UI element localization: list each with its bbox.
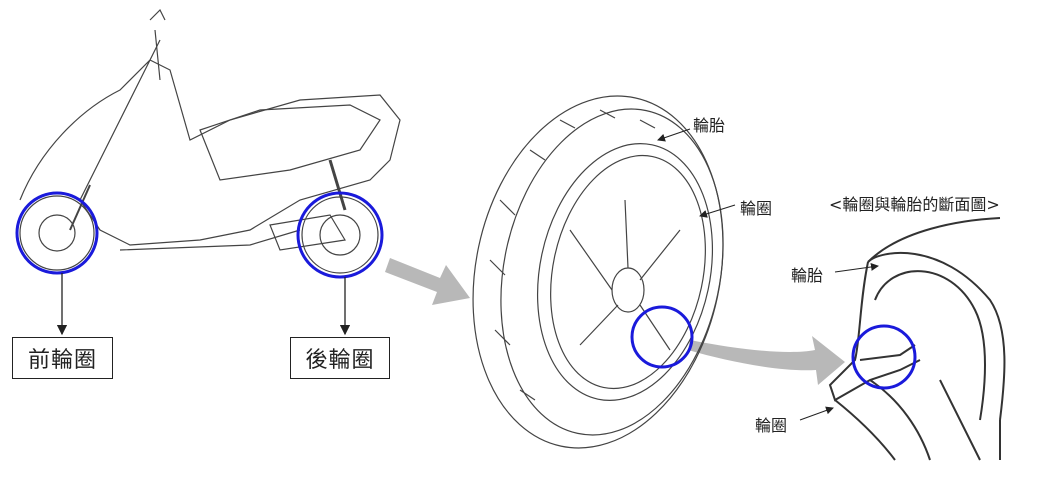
cross-section-drawing [828,217,1006,461]
rim-pointer [699,204,736,218]
front-rim-label: 前輪圈 [12,337,113,379]
wheel-drawing [472,95,724,449]
wheel-section-highlight [630,305,694,369]
front-rim-highlight [15,191,99,275]
section-tire-label: 輪胎 [791,266,824,285]
zoom-arrow-icon [688,336,845,385]
scooter-drawing [19,8,401,274]
tire-label: 輪胎 [693,116,726,135]
section-highlight [851,324,917,390]
section-rim-label: 輪圈 [755,416,788,435]
rear-rim-highlight [296,191,384,279]
section-title: <輪圈與輪胎的斷面圖> [829,195,1000,214]
zoom-arrow-icon [385,258,470,305]
tire-pointer [657,128,691,142]
rim-label: 輪圈 [740,199,773,218]
section-rim-pointer [799,406,834,421]
section-tire-pointer [834,263,879,273]
rear-rim-label: 後輪圈 [290,337,390,379]
